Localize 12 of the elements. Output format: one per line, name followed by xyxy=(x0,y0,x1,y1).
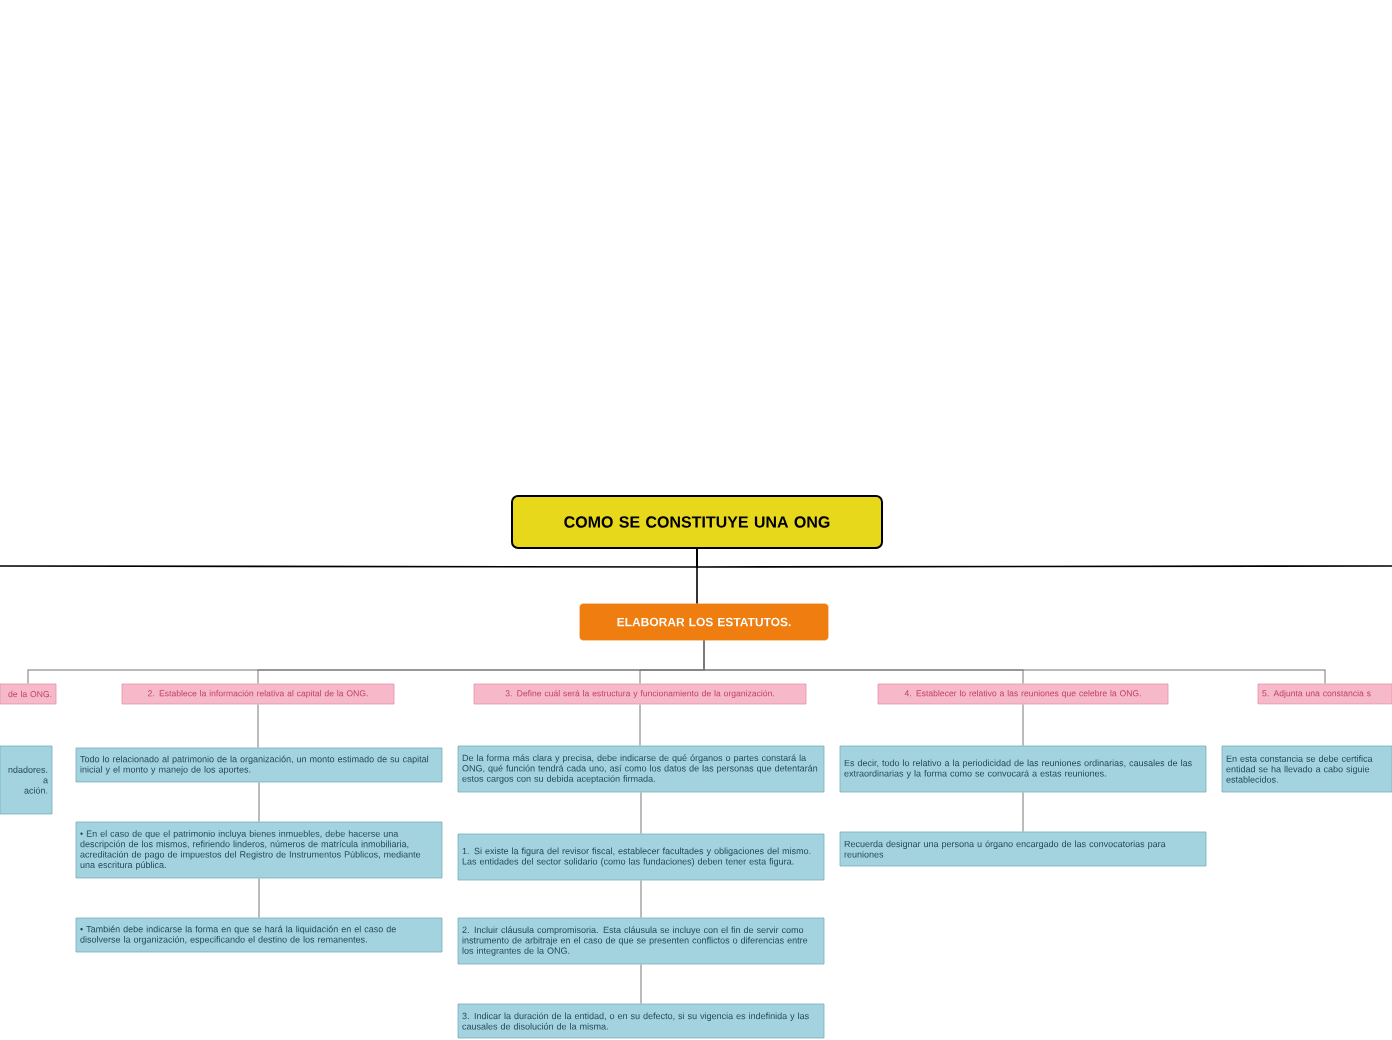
connector-line xyxy=(258,877,260,919)
connector-line xyxy=(703,639,1326,685)
connector-line xyxy=(696,548,1392,568)
title-box: COMO SE CONSTITUYE UNA ONG xyxy=(511,495,883,549)
connector-line xyxy=(640,791,642,835)
connector-line xyxy=(1022,703,1024,747)
connector-line xyxy=(258,781,260,823)
connector-line xyxy=(1022,791,1024,833)
connector-line xyxy=(640,879,642,919)
connector-line xyxy=(640,963,642,1005)
connector-line xyxy=(257,703,259,749)
connector-line xyxy=(639,703,641,747)
